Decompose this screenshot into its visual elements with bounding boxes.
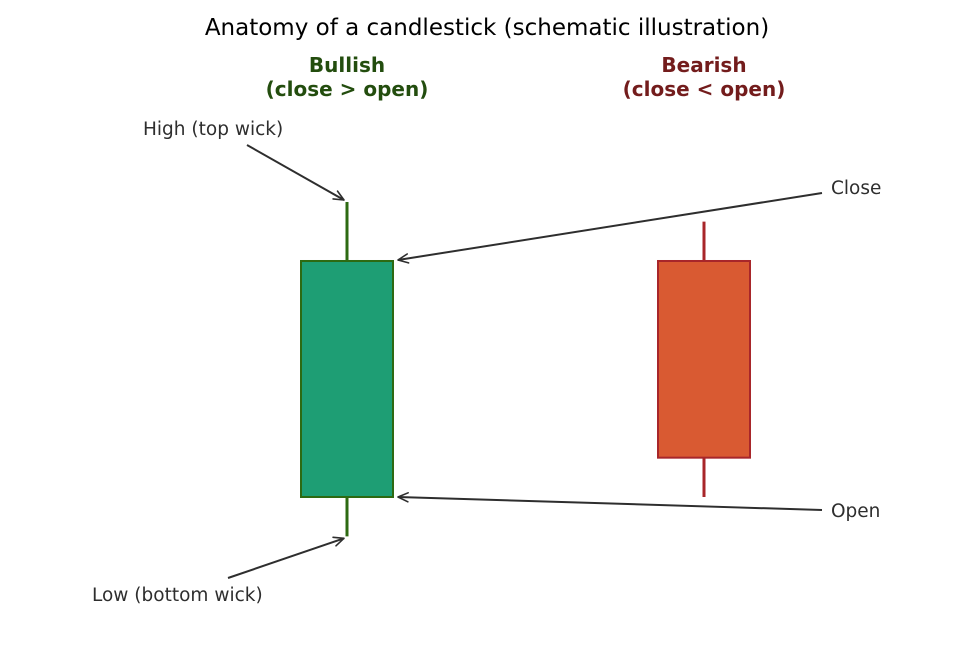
bullish-header-condition: (close > open) <box>266 77 429 101</box>
close-arrow <box>397 192 823 264</box>
bearish-header-label: Bearish <box>661 53 746 77</box>
open-arrow <box>397 492 823 511</box>
low-arrow <box>227 536 345 579</box>
bullish-header-label: Bullish <box>309 53 385 77</box>
bearish-body <box>657 259 751 459</box>
low-label: Low (bottom wick) <box>92 585 263 606</box>
high-arrow <box>246 144 345 201</box>
bearish-header-condition: (close < open) <box>623 77 786 101</box>
diagram-title: Anatomy of a candlestick (schematic illu… <box>205 15 769 41</box>
close-label: Close <box>831 178 881 199</box>
bullish-body <box>300 259 394 498</box>
high-label: High (top wick) <box>143 119 283 140</box>
open-label: Open <box>831 501 880 522</box>
